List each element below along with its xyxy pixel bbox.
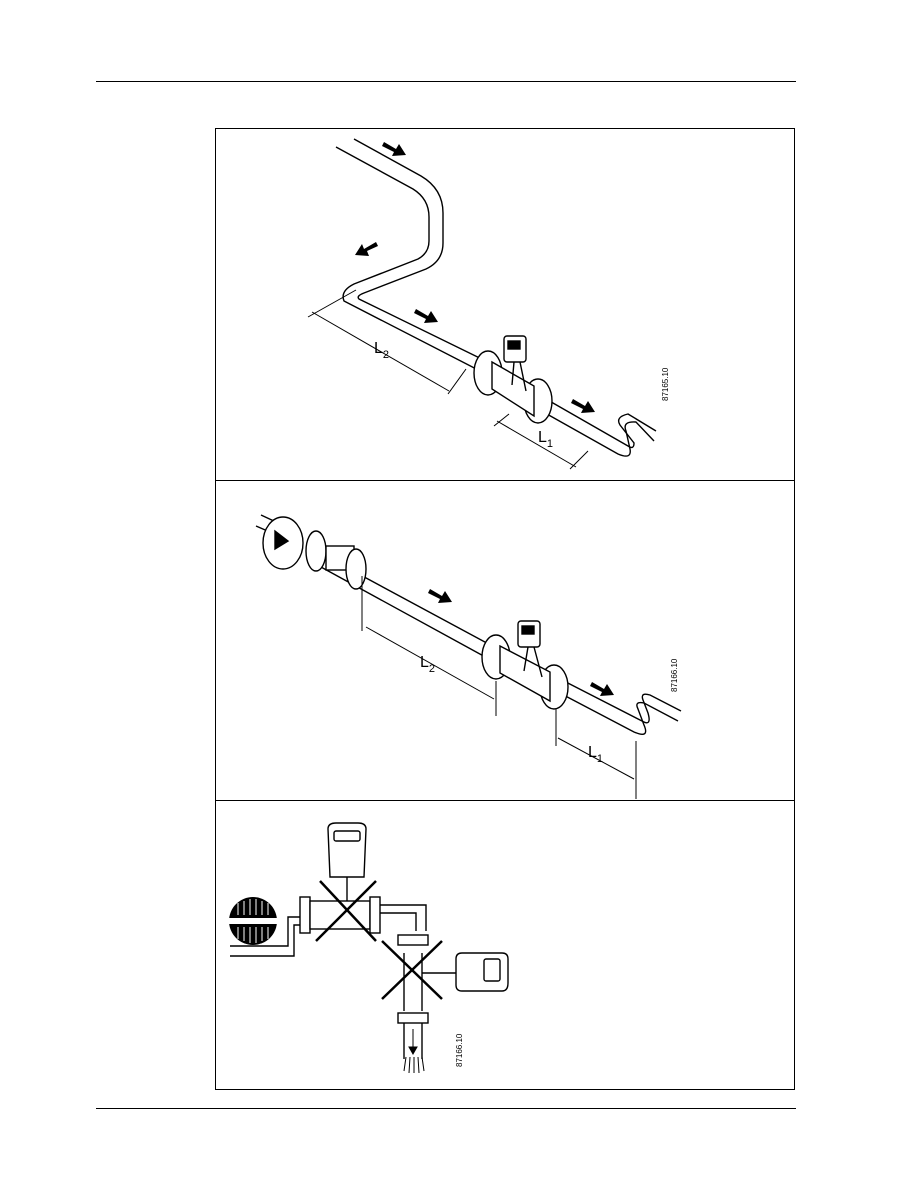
pipe-bend-installation-diagram: L2 L1 87165.10 <box>216 129 796 482</box>
dimension-l1-label: L1 <box>538 429 553 450</box>
dim-short-subscript: 1 <box>547 438 553 450</box>
pump-icon <box>263 517 366 589</box>
flowmeter-icon <box>482 621 568 709</box>
figure-code: 87165.10 <box>661 367 670 401</box>
header-rule <box>96 81 796 82</box>
footer-rule <box>96 1108 796 1109</box>
flowmeter-icon <box>474 336 552 423</box>
figure-code: 87166.10 <box>670 658 679 692</box>
figure-panel-incorrect-installation: 87166.10 <box>215 800 795 1090</box>
figure-panel-straight-run-after-pump: L2 L1 87166.10 <box>215 480 795 801</box>
dim-short-subscript: 1 <box>597 753 603 765</box>
dimension-l2-label: L2 <box>374 340 389 361</box>
pump-installation-diagram: L2 L1 87166.10 <box>216 481 796 802</box>
dim-long-letter: L <box>420 654 429 671</box>
figure-code: 87166.10 <box>455 1033 464 1067</box>
dim-short-letter: L <box>538 429 547 446</box>
dim-long-letter: L <box>374 340 383 357</box>
dim-long-subscript: 2 <box>383 349 389 361</box>
figure-panel-straight-run-after-bend: L2 L1 87165.10 <box>215 128 795 481</box>
pump-icon <box>229 897 277 945</box>
incorrect-installation-diagram: 87166.10 <box>216 801 796 1091</box>
dim-long-subscript: 2 <box>429 663 435 675</box>
outlet-flow-icon <box>404 1029 424 1073</box>
dimension-l2-label: L2 <box>420 654 435 675</box>
dimension-l1-label: L1 <box>588 744 603 765</box>
dim-short-letter: L <box>588 744 597 761</box>
